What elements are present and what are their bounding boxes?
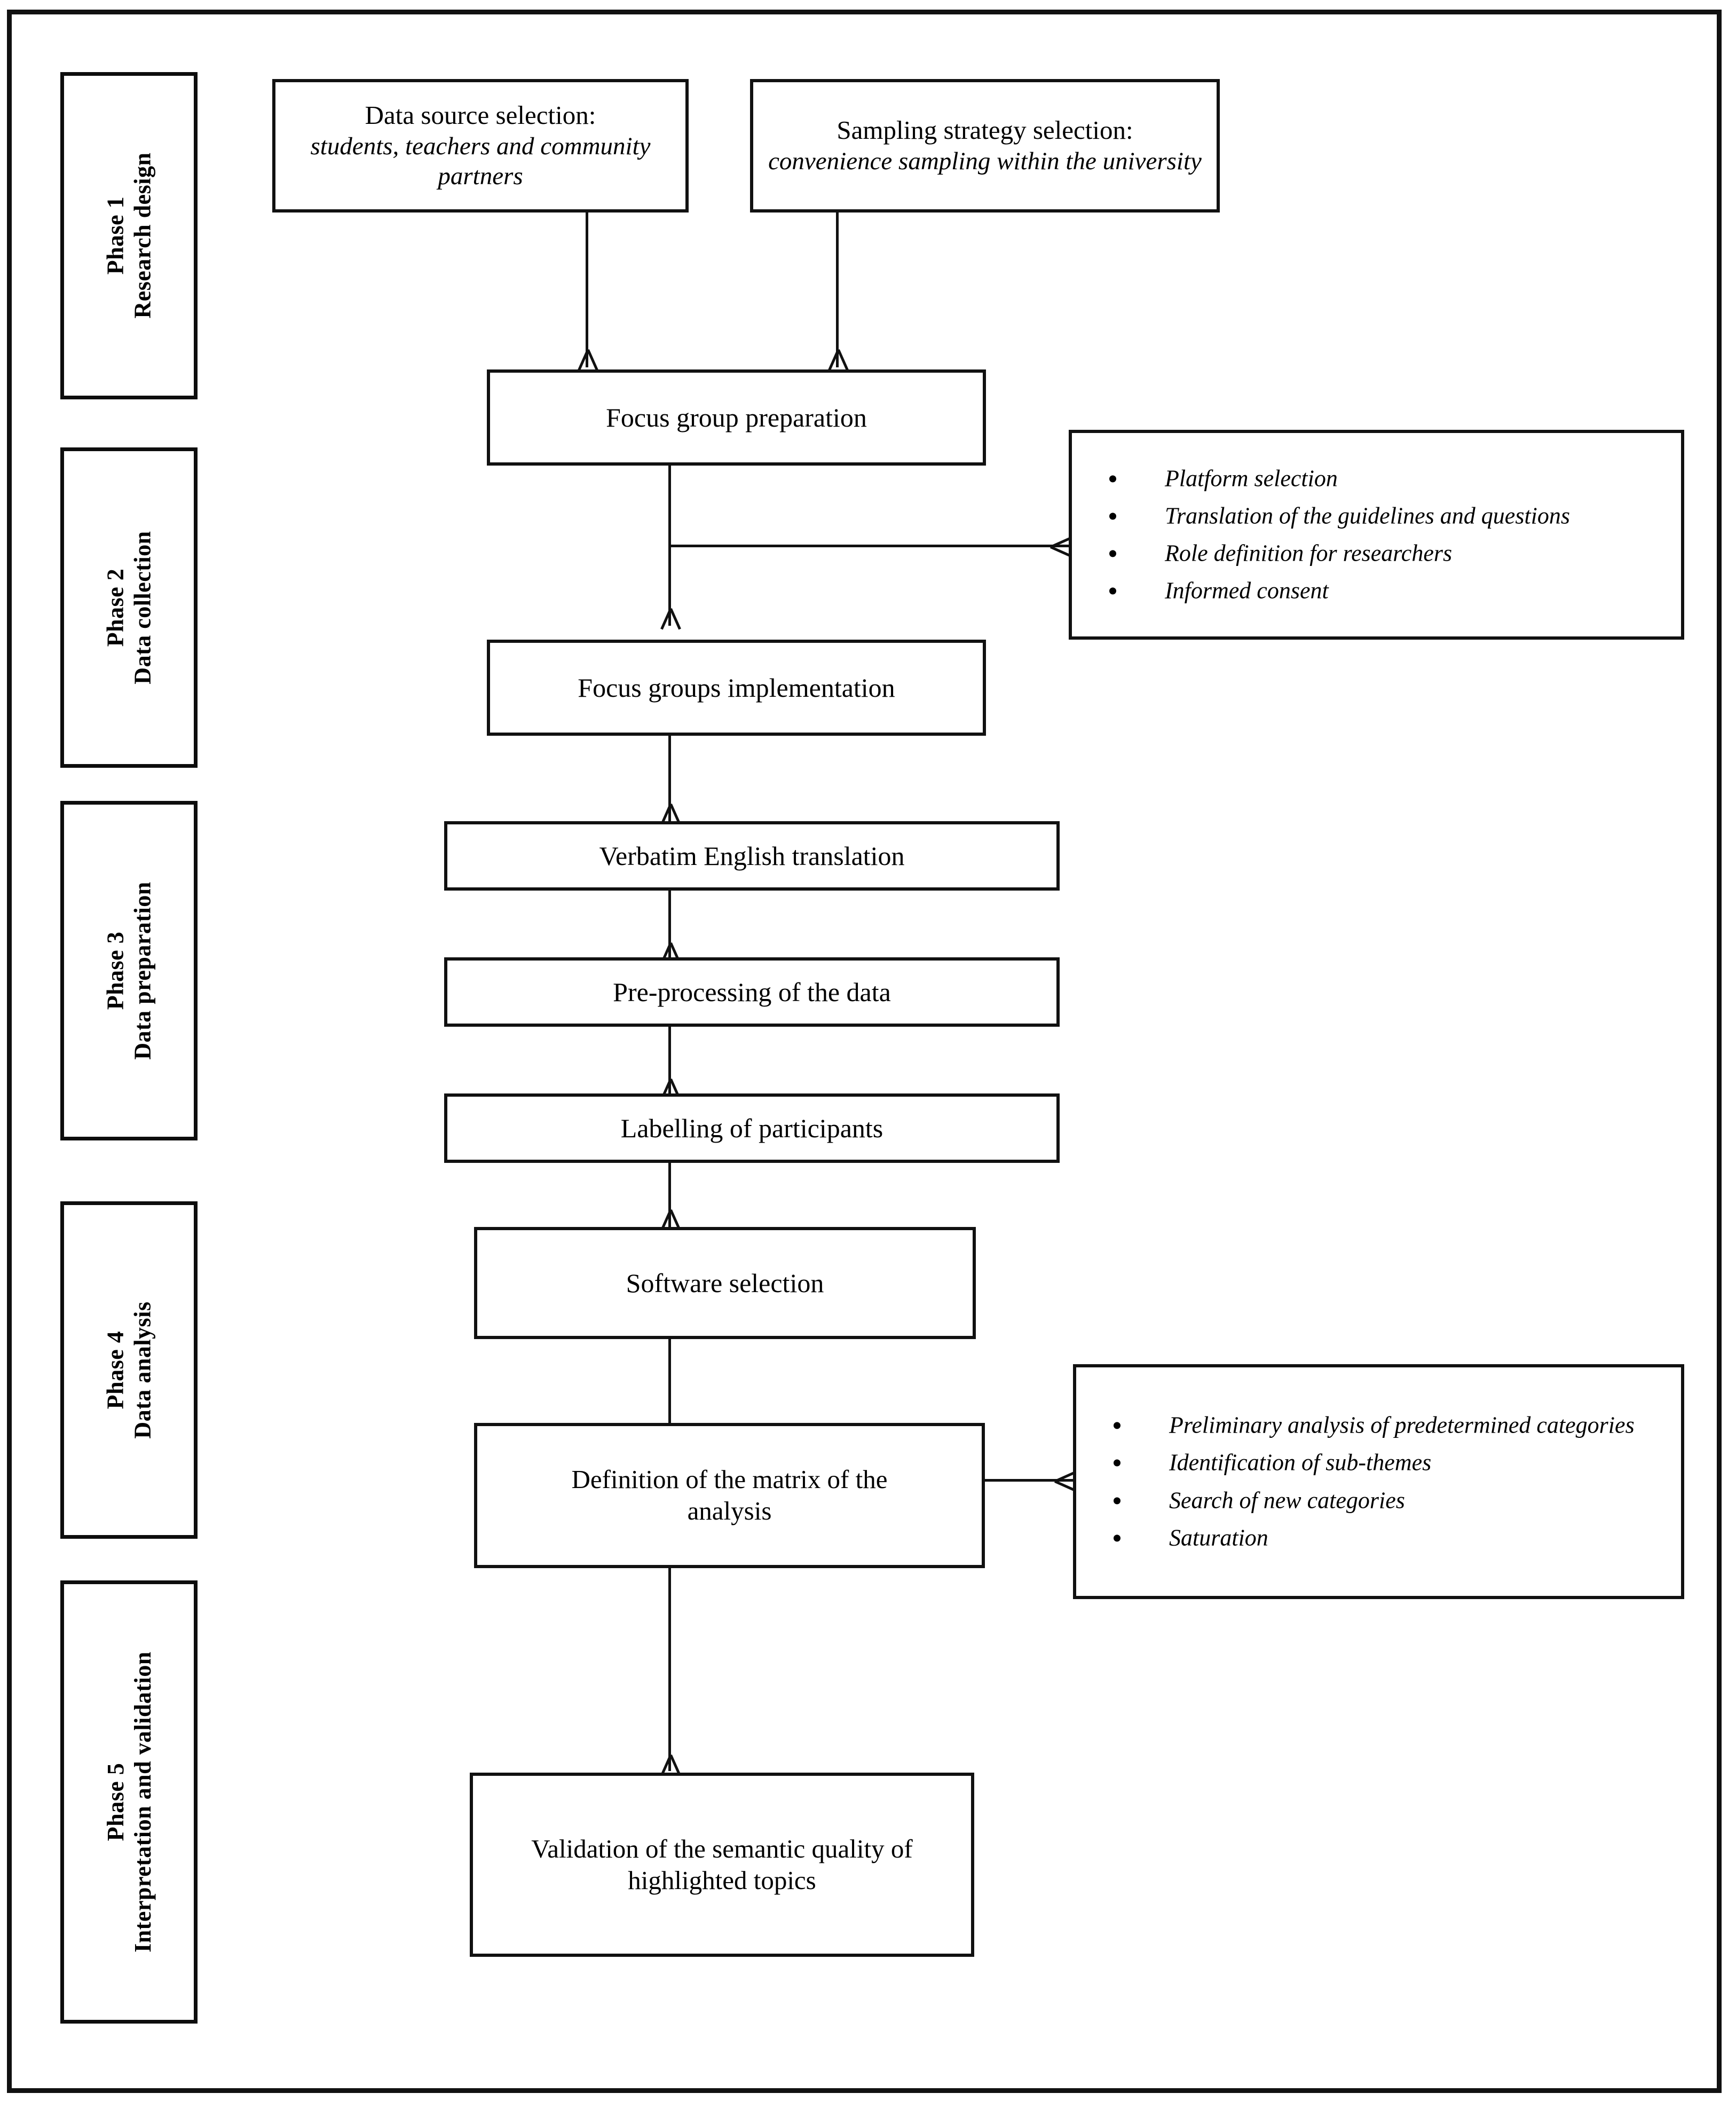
phase-name: Interpretation and validation [129, 1651, 156, 1953]
details-list: Preliminary analysis of predetermined ca… [1114, 1410, 1668, 1553]
phase-number: Phase 4 [102, 1331, 129, 1410]
node-label: Software selection [626, 1268, 824, 1298]
list-item-label: Preliminary analysis of predetermined ca… [1169, 1412, 1635, 1438]
bullet-icon [1114, 1497, 1120, 1504]
list-item-label: Saturation [1169, 1524, 1268, 1551]
phase-label-text: Phase 5 Interpretation and validation [101, 1651, 156, 1953]
bullet-icon [1114, 1459, 1120, 1467]
node-label: Focus group preparation [606, 403, 867, 432]
node-label-line1: Validation of the semantic quality of [531, 1833, 913, 1863]
phase-label-data-analysis: Phase 4 Data analysis [60, 1201, 198, 1539]
connector-data-source-to-preparation [586, 213, 588, 367]
node-text: Data source selection: students, teacher… [275, 100, 685, 192]
node-label-line2: highlighted topics [628, 1865, 816, 1895]
phase-label-text: Phase 4 Data analysis [101, 1301, 156, 1438]
phase-label-interpretation-validation: Phase 5 Interpretation and validation [60, 1580, 198, 2024]
list-item-label: Role definition for researchers [1165, 540, 1453, 566]
phase-label-text: Phase 3 Data preparation [101, 882, 156, 1060]
phase-label-data-collection: Phase 2 Data collection [60, 447, 198, 768]
list-item: Preliminary analysis of predetermined ca… [1114, 1410, 1668, 1440]
node-text: Pre-processing of the data [447, 976, 1056, 1008]
connector-labelling-to-software [668, 1163, 671, 1227]
node-text: Focus groups implementation [490, 672, 983, 704]
node-heading: Sampling strategy selection: [837, 115, 1133, 145]
connector-implementation-to-verbatim [668, 736, 671, 821]
node-verbatim-english-translation: Verbatim English translation [444, 821, 1060, 891]
connector-matrix-to-validation [668, 1568, 671, 1771]
node-pre-processing-of-the-data: Pre-processing of the data [444, 957, 1060, 1027]
phase-number: Phase 1 [102, 196, 129, 275]
node-sampling-strategy-selection: Sampling strategy selection: convenience… [750, 79, 1220, 213]
bullet-icon [1109, 550, 1116, 557]
phase-name: Data analysis [129, 1301, 156, 1439]
node-detail: convenience sampling within the universi… [768, 147, 1202, 176]
figure-outer-border [7, 10, 1722, 2093]
node-data-source-selection: Data source selection: students, teacher… [272, 79, 689, 213]
list-item: Identification of sub-themes [1114, 1448, 1668, 1478]
list-item-label: Platform selection [1165, 465, 1338, 491]
list-item: Informed consent [1109, 576, 1668, 606]
phase-name: Research design [129, 152, 156, 319]
list-item: Role definition for researchers [1109, 539, 1668, 569]
phase-number: Phase 2 [102, 568, 129, 647]
connector-preprocessing-to-labelling [668, 1027, 671, 1096]
branch-matrix-to-details [985, 1479, 1094, 1482]
bullet-icon [1114, 1534, 1120, 1542]
bullet-icon [1109, 587, 1116, 595]
list-item: Translation of the guidelines and questi… [1109, 501, 1668, 531]
list-item-label: Search of new categories [1169, 1487, 1405, 1513]
node-text: Labelling of participants [447, 1112, 1056, 1144]
details-box-data-analysis: Preliminary analysis of predetermined ca… [1073, 1364, 1684, 1599]
list-item: Search of new categories [1114, 1485, 1668, 1515]
list-item-label: Identification of sub-themes [1169, 1449, 1432, 1476]
phase-label-data-preparation: Phase 3 Data preparation [60, 801, 198, 1140]
bullet-icon [1109, 513, 1116, 520]
details-box-data-collection: Platform selection Translation of the gu… [1069, 430, 1684, 640]
phase-name: Data collection [129, 531, 156, 684]
node-labelling-of-participants: Labelling of participants [444, 1093, 1060, 1163]
list-item: Saturation [1114, 1523, 1668, 1553]
node-heading: Data source selection: [365, 100, 596, 130]
phase-label-research-design: Phase 1 Research design [60, 72, 198, 399]
node-validation-of-semantic-quality: Validation of the semantic quality of hi… [470, 1773, 974, 1957]
node-software-selection: Software selection [474, 1227, 976, 1339]
node-label-line1: Definition of the matrix of the [571, 1465, 888, 1494]
node-focus-groups-implementation: Focus groups implementation [487, 640, 986, 736]
list-item-label: Informed consent [1165, 577, 1329, 604]
node-label: Focus groups implementation [578, 673, 895, 703]
phase-label-text: Phase 1 Research design [101, 153, 156, 319]
node-text: Focus group preparation [490, 402, 983, 434]
node-definition-of-the-matrix: Definition of the matrix of the analysis [474, 1423, 985, 1568]
phase-number: Phase 3 [102, 931, 129, 1010]
branch-preparation-to-details [668, 545, 1090, 547]
node-text: Sampling strategy selection: convenience… [753, 115, 1217, 176]
list-item: Platform selection [1109, 463, 1668, 493]
connector-software-to-matrix [668, 1339, 671, 1425]
details-list: Platform selection Translation of the gu… [1109, 463, 1668, 606]
node-label-line2: analysis [687, 1496, 772, 1525]
node-text: Software selection [477, 1267, 973, 1299]
node-text: Verbatim English translation [447, 840, 1056, 872]
node-label: Pre-processing of the data [613, 977, 891, 1007]
phase-name: Data preparation [129, 882, 156, 1060]
bullet-icon [1109, 475, 1116, 482]
bullet-icon [1114, 1422, 1120, 1429]
node-text: Validation of the semantic quality of hi… [473, 1833, 971, 1896]
phase-number: Phase 5 [102, 1762, 129, 1842]
list-item-label: Translation of the guidelines and questi… [1165, 502, 1571, 529]
node-text: Definition of the matrix of the analysis [477, 1464, 982, 1527]
node-focus-group-preparation: Focus group preparation [487, 369, 986, 466]
connector-sampling-to-preparation [836, 213, 839, 367]
node-label: Verbatim English translation [599, 841, 905, 871]
node-label: Labelling of participants [620, 1113, 883, 1143]
phase-label-text: Phase 2 Data collection [101, 531, 156, 684]
node-detail: students, teachers and community partner… [310, 132, 651, 191]
connector-verbatim-to-preprocessing [668, 891, 671, 960]
